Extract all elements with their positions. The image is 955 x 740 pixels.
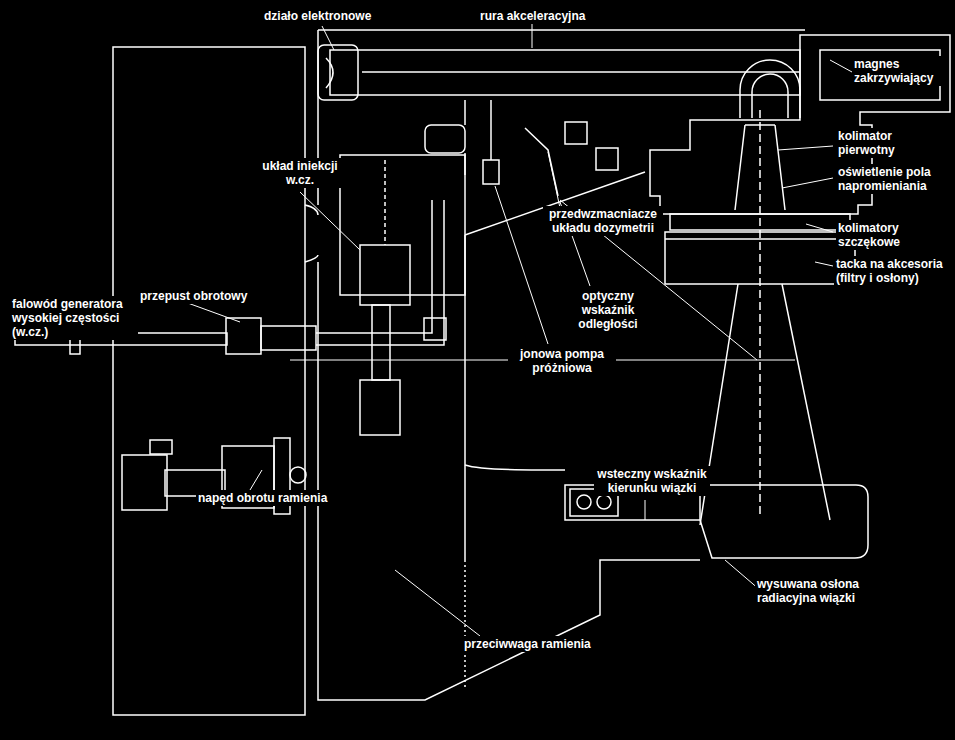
part-label: kolimator pierwotny [836, 128, 918, 158]
part-label: rura akceleracyjna [478, 8, 587, 24]
drawing-part [778, 146, 833, 150]
part-label: przeciwwaga ramienia [462, 636, 593, 652]
part-label: napęd obrotu ramienia [196, 490, 329, 506]
drawing-part [525, 128, 558, 196]
drawing-part [185, 302, 240, 322]
drawing-part [318, 30, 805, 700]
part-label: układ iniekcji w.cz. [250, 158, 350, 188]
drawing-part [360, 380, 400, 435]
drawing-part [250, 470, 262, 490]
drawing-part [597, 495, 611, 509]
part-label: oświetlenie pola napromieniania [836, 164, 944, 194]
drawing-part [740, 60, 800, 118]
part-label: działo elektronowe [262, 8, 373, 24]
part-label: tacka na akcesoria (filtry i osłony) [834, 256, 950, 286]
drawing-part [261, 326, 316, 350]
drawing-part [490, 100, 492, 160]
leader-lines [90, 24, 852, 636]
drawing-part [596, 148, 618, 170]
drawing-part [782, 178, 833, 188]
machine-outline [15, 30, 950, 715]
drawing-part [806, 224, 833, 232]
drawing-part [665, 238, 855, 240]
drawing-part [495, 186, 548, 344]
drawing-part [483, 160, 499, 184]
drawing-part [372, 305, 390, 380]
drawing-part [122, 455, 167, 510]
drawing-part [318, 45, 358, 100]
part-label: przepust obrotowy [138, 288, 249, 304]
drawing-part [322, 26, 334, 50]
drawing-part [815, 262, 833, 266]
drawing-part [650, 35, 950, 214]
drawing-part [290, 467, 306, 483]
drawing-part [326, 58, 333, 88]
drawing-part [565, 122, 587, 144]
drawing-part [425, 125, 465, 153]
part-label: jonowa pompa próżniowa [508, 346, 616, 376]
drawing-part [577, 495, 591, 509]
drawing-part [340, 155, 465, 295]
drawing-part [465, 465, 565, 470]
drawing-part [548, 152, 560, 208]
drawing-part [330, 50, 800, 95]
drawing-part [360, 245, 410, 305]
part-label: wysuwana osłona radiacyjna wiązki [755, 576, 890, 606]
drawing-part [532, 24, 533, 48]
drawing-part [384, 160, 386, 245]
drawing-part [150, 440, 172, 454]
drawing-part [424, 318, 446, 340]
part-label: wsteczny wskaźnik kierunku wiązki [594, 466, 710, 496]
drawing-part [305, 205, 318, 262]
drawing-part [362, 71, 800, 73]
drawing-part [700, 485, 868, 558]
drawing-part [464, 100, 466, 175]
drawing-part [759, 110, 761, 515]
part-label: optyczny wskaźnik odległości [562, 288, 654, 332]
part-label: przedwzmacniacze układu dozymetrii [543, 206, 663, 236]
drawing-part [645, 500, 646, 520]
drawing-part [113, 47, 305, 715]
part-label: magnes zakrzywiający [852, 56, 947, 86]
drawing-part [830, 60, 852, 72]
drawing-part [226, 318, 261, 354]
drawing-part [316, 200, 444, 345]
part-label: falowód generatora wysokiej częstości (w… [10, 296, 138, 340]
drawing-part [300, 192, 360, 250]
part-label: kolimatory szczękowe [836, 220, 928, 250]
drawing-part [700, 284, 830, 525]
drawing-part [395, 570, 480, 636]
